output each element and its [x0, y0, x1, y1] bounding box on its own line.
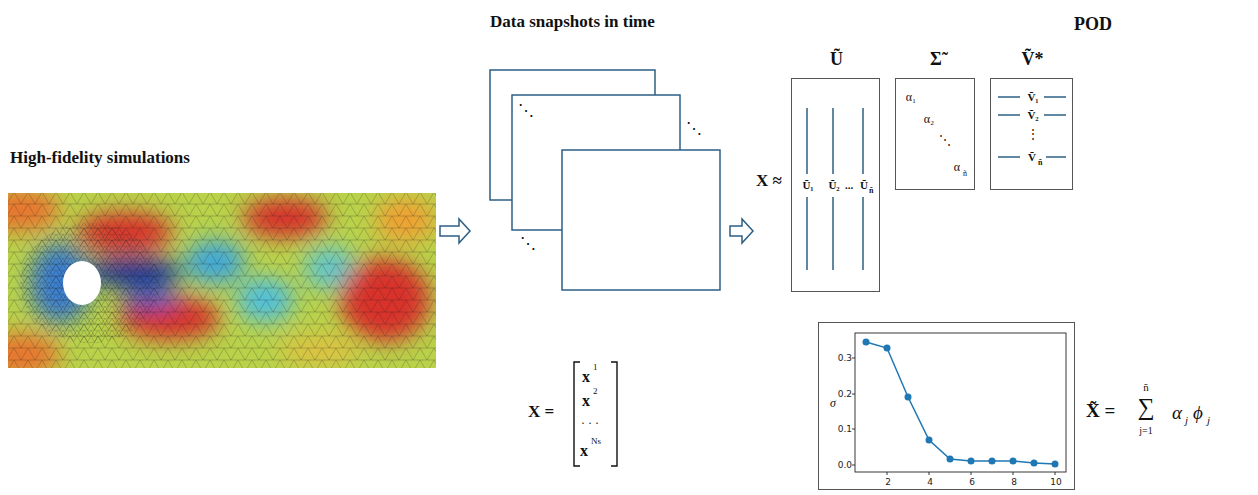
heading: Σ̃ — [930, 49, 942, 70]
matrix-box: ŨŨ₁Ũ₂...Ũñ — [791, 78, 880, 292]
math-label: j=1 — [1139, 425, 1152, 437]
node-text: Ũ₁ — [802, 179, 813, 192]
cfd-field — [8, 193, 436, 368]
node-text: σ — [830, 397, 836, 411]
node-text: Ũ — [860, 179, 868, 192]
math-label: x — [580, 442, 588, 460]
math-label: x — [582, 368, 590, 386]
math-label: ϕ — [1193, 402, 1203, 424]
math-label: α — [1172, 402, 1182, 424]
simulation-image: High-fidelity simulations — [8, 193, 436, 368]
math-label: X = — [528, 402, 554, 422]
node-text: Ṽ — [1028, 151, 1036, 164]
node-text: ⋱ — [939, 134, 951, 148]
node-text: Ṽ₁ — [1027, 91, 1038, 104]
heading: Ṽ* — [1022, 49, 1044, 70]
node-text: ñ — [963, 169, 967, 178]
math-label: X̃ = — [1086, 400, 1115, 422]
math-label: j — [1207, 414, 1210, 427]
node-text: α₁ — [906, 91, 916, 105]
math-label: POD — [1074, 14, 1112, 35]
block-arrow — [440, 219, 470, 243]
node-text: 0.0 — [838, 460, 852, 470]
heading: Ũ — [830, 49, 843, 70]
matrix-box: Σ̃α₁α₂⋱αñ — [895, 78, 975, 190]
node-text: 10 — [1050, 477, 1061, 487]
math-label: ∑ — [1137, 394, 1154, 422]
matrix-bracket — [574, 362, 617, 466]
node-text: α — [954, 161, 960, 175]
node-text: ⋮ — [1027, 128, 1039, 142]
node-text: ⋱ — [686, 120, 702, 138]
node-text: 2 — [885, 477, 891, 487]
node-text: 0.1 — [838, 424, 852, 434]
math-label: j — [1185, 414, 1188, 427]
node-text: 8 — [1011, 477, 1017, 487]
heading: Data snapshots in time — [490, 12, 655, 32]
math-label: 2 — [593, 386, 598, 396]
node-text: Ũ₂ — [828, 179, 839, 192]
node-text: ñ — [869, 186, 873, 195]
node-text: 0.3 — [838, 353, 852, 363]
snapshot-stack: Data snapshots in time⋱⋱⋱ — [490, 70, 720, 290]
math-label: · · · — [581, 417, 599, 431]
node-text: Ṽ₂ — [1027, 109, 1038, 122]
node-text: ⋱ — [520, 235, 536, 253]
math-label: Ns — [591, 436, 601, 446]
plot-box: σ 0.0 0.1 0.2 0.3 2 4 6 8 10 — [818, 322, 1075, 490]
node-text: 0.2 — [838, 389, 852, 399]
block-arrow — [730, 219, 753, 243]
mode-lines — [807, 97, 1066, 270]
math-label: X ≈ — [756, 171, 782, 191]
node-text: ⋱ — [518, 102, 534, 120]
node-text: 6 — [969, 477, 975, 487]
math-label: 1 — [593, 362, 598, 372]
node-text: ñ — [1038, 158, 1042, 167]
snapshot-frames — [490, 70, 720, 290]
heading: High-fidelity simulations — [10, 148, 190, 168]
node-text: 4 — [927, 477, 933, 487]
math-label: ñ — [1143, 381, 1149, 394]
node-text: ... — [845, 179, 853, 192]
singular-value-plot — [852, 333, 1066, 475]
node-text: α₂ — [924, 113, 934, 127]
matrix-box: Ṽ*Ṽ₁Ṽ₂⋮Ṽñ — [990, 78, 1073, 190]
math-label: x — [582, 392, 590, 410]
